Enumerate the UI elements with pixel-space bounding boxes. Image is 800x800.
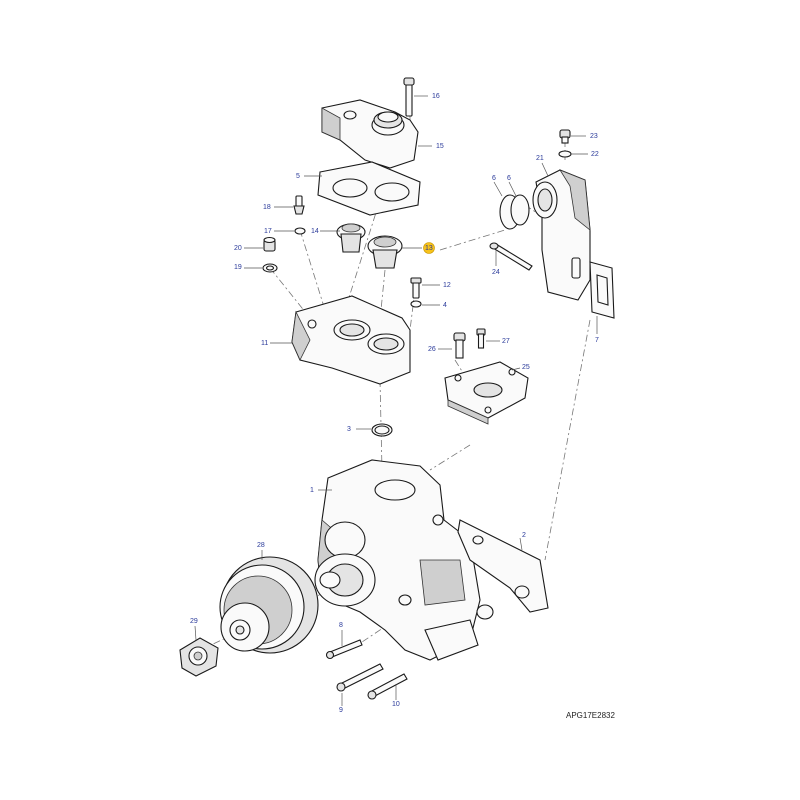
part-2-gasket[interactable] — [457, 519, 549, 613]
part-16-bolt[interactable] — [403, 77, 415, 117]
callout-20[interactable]: 20 — [234, 245, 242, 252]
callout-5[interactable]: 5 — [296, 173, 300, 180]
callout-26[interactable]: 26 — [428, 346, 436, 353]
leader-lines — [194, 95, 598, 706]
part-23-bolt[interactable] — [559, 129, 571, 144]
part-20-plug[interactable] — [263, 236, 276, 252]
part-18-sensor[interactable] — [293, 195, 305, 215]
callout-1[interactable]: 1 — [310, 487, 314, 494]
callout-labels: 16 15 5 18 17 14 20 19 13 12 4 11 6 6 21… — [190, 93, 599, 714]
part-12-bolt[interactable] — [410, 277, 422, 299]
callout-9[interactable]: 9 — [339, 707, 343, 714]
callout-4[interactable]: 4 — [443, 302, 447, 309]
callout-10[interactable]: 10 — [392, 701, 400, 708]
part-17-washer[interactable] — [294, 227, 306, 235]
highlight-marker — [423, 242, 435, 254]
part-29-nut[interactable] — [179, 637, 219, 677]
part-26-bolt[interactable] — [453, 332, 466, 359]
part-25-cover-plate[interactable] — [444, 361, 529, 425]
callout-6-second[interactable]: 6 — [507, 175, 511, 182]
callout-17[interactable]: 17 — [264, 228, 272, 235]
part-21-outlet-elbow[interactable] — [532, 169, 591, 301]
part-13-thermostat[interactable] — [367, 235, 403, 269]
callout-2[interactable]: 2 — [522, 532, 526, 539]
callout-3[interactable]: 3 — [347, 426, 351, 433]
callout-28[interactable]: 28 — [257, 542, 265, 549]
callout-18[interactable]: 18 — [263, 204, 271, 211]
callout-15[interactable]: 15 — [436, 143, 444, 150]
callout-23[interactable]: 23 — [590, 133, 598, 140]
part-27-bolt[interactable] — [476, 328, 486, 349]
callout-25[interactable]: 25 — [522, 364, 530, 371]
callout-14[interactable]: 14 — [311, 228, 319, 235]
part-5-gasket[interactable] — [317, 161, 421, 216]
callout-13[interactable]: 13 — [425, 245, 433, 252]
callout-8[interactable]: 8 — [339, 622, 343, 629]
part-15-housing-cover[interactable] — [321, 99, 419, 169]
callout-29[interactable]: 29 — [190, 618, 198, 625]
callout-24[interactable]: 24 — [492, 269, 500, 276]
part-3-o-ring[interactable] — [371, 423, 393, 437]
part-10-bolt[interactable] — [367, 673, 408, 700]
callout-11[interactable]: 11 — [261, 340, 268, 347]
callout-12[interactable]: 12 — [443, 282, 451, 289]
part-7-gasket[interactable] — [589, 261, 615, 319]
part-1-water-pump-body[interactable] — [314, 459, 494, 661]
callout-16[interactable]: 16 — [432, 93, 440, 100]
callout-21[interactable]: 21 — [536, 155, 544, 162]
callout-7[interactable]: 7 — [595, 337, 599, 344]
part-4-washer[interactable] — [410, 300, 422, 308]
part-9-bolt[interactable] — [336, 663, 384, 692]
part-19-seal-ring[interactable] — [262, 263, 278, 273]
drawing-reference: APG17E2832 — [566, 711, 615, 720]
part-14-thermostat[interactable] — [336, 223, 366, 253]
callout-6-first[interactable]: 6 — [492, 175, 496, 182]
part-11-thermostat-housing[interactable] — [291, 295, 411, 385]
callout-27[interactable]: 27 — [502, 338, 510, 345]
part-28-pulley[interactable] — [219, 556, 319, 654]
part-22-washer[interactable] — [558, 150, 572, 158]
part-24-bolt[interactable] — [489, 242, 533, 271]
part-8-bolt[interactable] — [325, 639, 363, 660]
callout-19[interactable]: 19 — [234, 264, 242, 271]
callout-22[interactable]: 22 — [591, 151, 599, 158]
part-6-o-ring-inner[interactable] — [510, 194, 530, 226]
